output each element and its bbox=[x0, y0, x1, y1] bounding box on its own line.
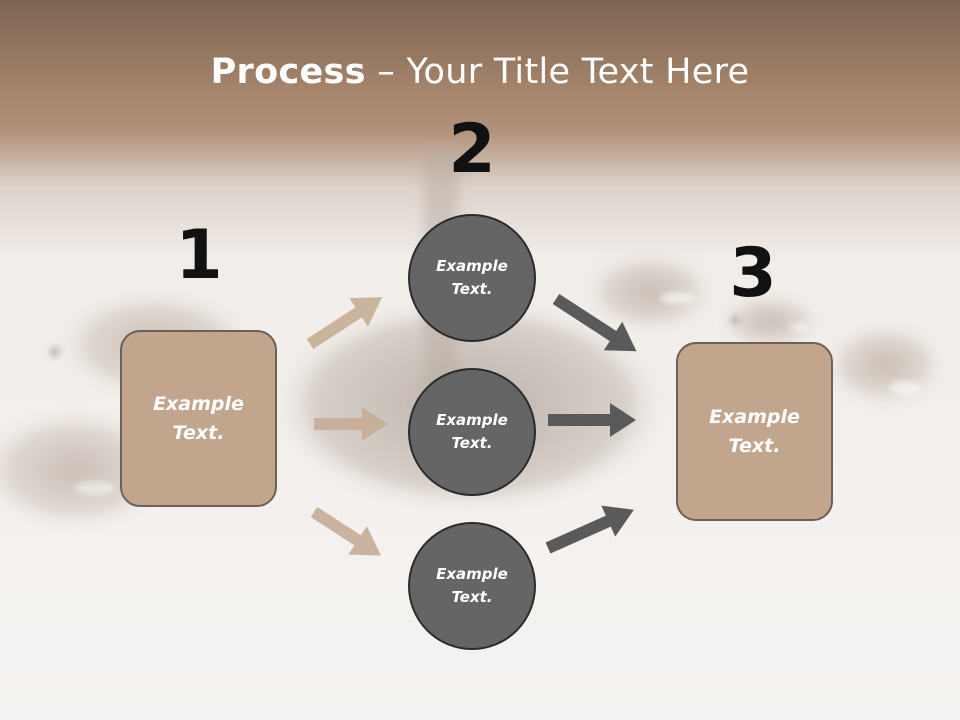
step-number-2: 2 bbox=[448, 110, 496, 189]
left-box-text: Example Text. bbox=[153, 393, 244, 444]
arrow-from-circle-2 bbox=[548, 403, 636, 437]
step-number-1: 1 bbox=[175, 216, 223, 295]
left-box: Example Text. bbox=[120, 330, 277, 507]
right-box-text: Example Text. bbox=[709, 406, 800, 457]
arrow-from-circle-3 bbox=[545, 505, 634, 554]
arrow-from-circle-1 bbox=[552, 293, 637, 352]
circle-1-text: Example Text. bbox=[436, 256, 508, 298]
circle-2: Example Text. bbox=[408, 368, 536, 496]
arrow-to-circle-1 bbox=[306, 297, 383, 350]
slide-title: Process – Your Title Text Here bbox=[0, 52, 960, 92]
right-box: Example Text. bbox=[676, 342, 833, 521]
circle-3-text: Example Text. bbox=[436, 564, 508, 606]
arrow-to-circle-3 bbox=[310, 506, 382, 556]
circle-1: Example Text. bbox=[408, 214, 536, 342]
circle-2-text: Example Text. bbox=[436, 410, 508, 452]
step-number-3: 3 bbox=[729, 234, 777, 313]
circle-3: Example Text. bbox=[408, 522, 536, 650]
title-bold: Process bbox=[210, 52, 366, 92]
title-rest: Your Title Text Here bbox=[406, 52, 750, 92]
title-separator: – bbox=[365, 52, 407, 92]
arrow-to-circle-2 bbox=[314, 407, 388, 441]
